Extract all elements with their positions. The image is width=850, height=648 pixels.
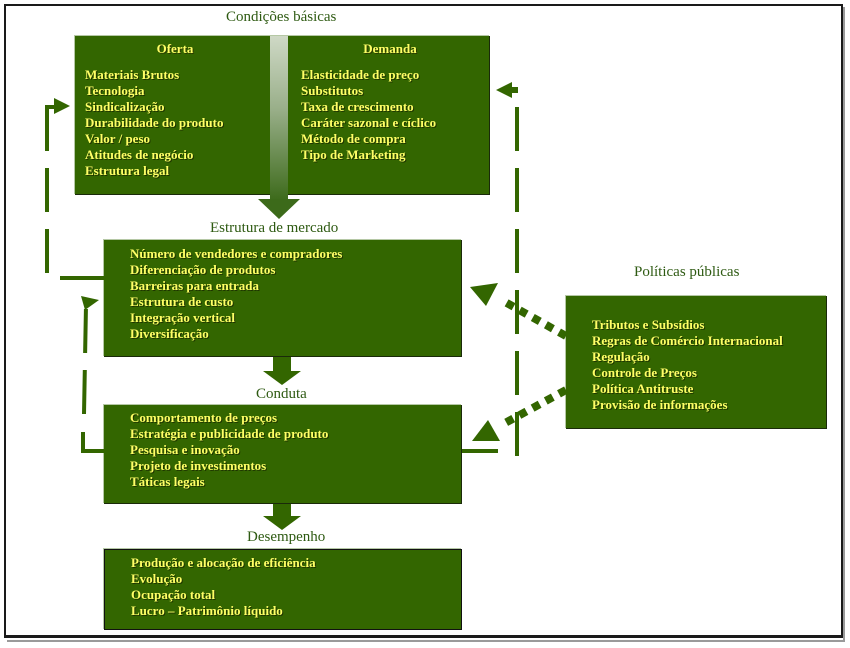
- basic-conditions-box: Oferta Materiais Brutos Tecnologia Sindi…: [75, 36, 490, 195]
- conduct-box: Comportamento de preços Estratégia e pub…: [104, 405, 462, 504]
- market-structure-item: Barreiras para entrada: [130, 278, 260, 293]
- market-structure-item: Diversificação: [130, 326, 209, 341]
- demand-title: Demanda: [363, 41, 417, 56]
- supply-title: Oferta: [156, 41, 194, 56]
- frame-shadow-right: [843, 7, 845, 641]
- performance-item: Lucro – Patrimônio líquido: [131, 603, 283, 618]
- market-structure-item: Estrutura de custo: [130, 294, 234, 309]
- demand-list: Elasticidade de preço Substitutos Taxa d…: [301, 67, 436, 163]
- demand-item: Taxa de crescimento: [301, 99, 414, 114]
- conduct-item: Estratégia e publicidade de produto: [130, 426, 329, 441]
- performance-item: Produção e alocação de eficiência: [131, 555, 316, 570]
- conduct-item: Pesquisa e inovação: [130, 442, 240, 457]
- public-policy-box: Tributos e Subsídios Regras de Comércio …: [566, 296, 827, 429]
- performance-title: Desempenho: [247, 529, 326, 545]
- public-policy-item: Tributos e Subsídios: [592, 317, 705, 332]
- public-policy-item: Política Antitruste: [592, 381, 694, 396]
- supply-item: Valor / peso: [85, 131, 151, 146]
- conduct-item: Comportamento de preços: [130, 410, 278, 425]
- supply-item: Atitudes de negócio: [85, 147, 194, 162]
- conduct-title: Conduta: [256, 386, 307, 402]
- demand-item: Elasticidade de preço: [301, 67, 420, 82]
- public-policy-item: Regras de Comércio Internacional: [592, 333, 783, 348]
- frame-shadow: [7, 640, 845, 642]
- supply-item: Durabilidade do produto: [85, 115, 224, 130]
- public-policy-item: Controle de Preços: [592, 365, 697, 380]
- market-structure-list: Número de vendedores e compradores Difer…: [130, 246, 342, 342]
- market-structure-item: Número de vendedores e compradores: [130, 246, 343, 261]
- demand-item: Caráter sazonal e cíclico: [301, 115, 437, 130]
- supply-item: Sindicalização: [85, 99, 165, 114]
- public-policy-item: Provisão de informações: [592, 397, 728, 412]
- demand-item: Tipo de Marketing: [301, 147, 406, 162]
- conduct-item: Táticas legais: [130, 474, 205, 489]
- market-structure-title: Estrutura de mercado: [210, 220, 339, 236]
- conduct-item: Projeto de investimentos: [130, 458, 267, 473]
- diagram-frame: [4, 4, 843, 638]
- market-structure-item: Diferenciação de produtos: [130, 262, 276, 277]
- basic-conditions-title: Condições básicas: [226, 9, 337, 25]
- market-structure-item: Integração vertical: [130, 310, 236, 325]
- demand-item: Método de compra: [301, 131, 406, 146]
- supply-item: Tecnologia: [85, 83, 145, 98]
- public-policy-item: Regulação: [592, 349, 650, 364]
- conduct-list: Comportamento de preços Estratégia e pub…: [130, 410, 328, 490]
- supply-list: Materiais Brutos Tecnologia Sindicalizaç…: [85, 67, 223, 179]
- performance-box: Produção e alocação de eficiência Evoluç…: [104, 549, 462, 630]
- performance-list: Produção e alocação de eficiência Evoluç…: [131, 555, 316, 619]
- supply-item: Estrutura legal: [85, 163, 170, 178]
- market-structure-box: Número de vendedores e compradores Difer…: [104, 240, 462, 357]
- public-policy-title: Políticas públicas: [634, 264, 740, 280]
- performance-item: Ocupação total: [131, 587, 216, 602]
- demand-item: Substitutos: [301, 83, 364, 98]
- supply-item: Materiais Brutos: [85, 67, 180, 82]
- performance-item: Evolução: [131, 571, 183, 586]
- public-policy-list: Tributos e Subsídios Regras de Comércio …: [592, 317, 783, 413]
